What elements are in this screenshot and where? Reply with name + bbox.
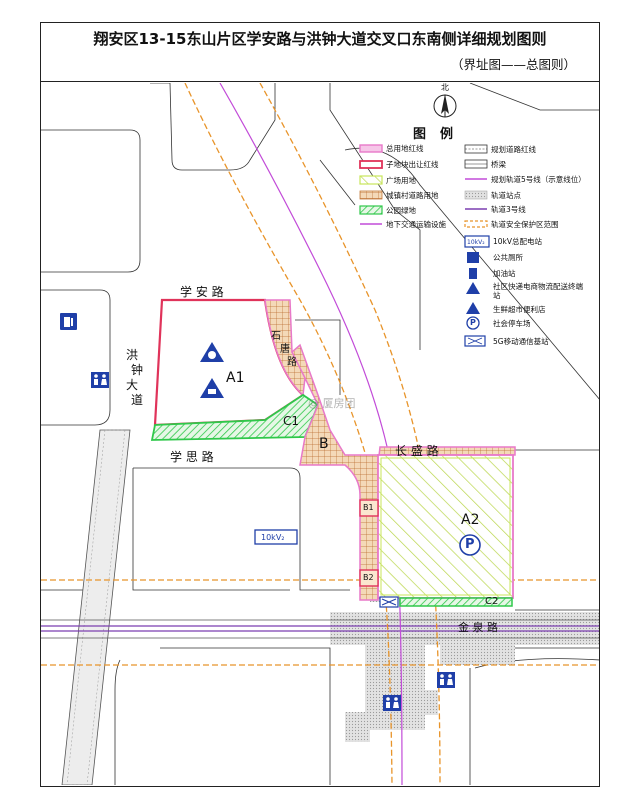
map-title: 翔安区13-15东山片区学安路与洪钟大道交叉口东南侧详细规划图则: [93, 30, 547, 48]
parcel-label-c2: C2: [485, 596, 499, 607]
logistics-station-icon: [200, 342, 224, 362]
toilet-icon-south: [383, 695, 401, 711]
legend-label: 轨道3号线: [491, 205, 526, 214]
legend-swatches-left: [359, 144, 383, 225]
compass-north-label: 北: [441, 83, 449, 92]
substation-box: [254, 529, 298, 545]
title-block: 翔安区13-15东山片区学安路与洪钟大道交叉口东南侧详细规划图则 （界址图——总…: [40, 22, 600, 82]
legend-label: 10kV总配电站: [493, 237, 543, 246]
jinquan-road: [41, 592, 599, 742]
legend-label: 轨道安全保护区范围: [491, 220, 559, 229]
map-canvas[interactable]: [41, 83, 599, 785]
parcel-a2: [377, 454, 514, 599]
block-outlines: [41, 83, 599, 785]
legend-label: 社会停车场: [493, 319, 531, 328]
legend-title: 图例: [413, 127, 468, 142]
legend-label: 子地块出让红线: [386, 160, 439, 169]
parcel-label-a2: A2: [461, 512, 480, 528]
5g-station: [379, 596, 399, 608]
road-label-xuean: 学 安 路: [180, 285, 224, 299]
legend-label: 桥梁: [491, 160, 506, 169]
legend-label: 生鲜超市便利店: [493, 305, 546, 314]
road-label-changsheng: 长 盛 路: [395, 444, 439, 458]
parking-badge: P: [465, 537, 475, 552]
legend-label: 公共厕所: [493, 253, 523, 262]
parcel-label-a1: A1: [226, 370, 245, 386]
b-sub-boxes: [359, 499, 379, 587]
parcel-c2: [399, 597, 513, 607]
metro-line-3: [41, 625, 599, 632]
legend-substation-badge: 10kV₂: [467, 239, 485, 246]
fresh-market-icon: [200, 378, 224, 398]
legend-label: 加油站: [493, 269, 516, 278]
watermark: @ 厦房团: [308, 397, 356, 410]
legend-label: 规划道路红线: [491, 145, 536, 154]
parcel-b: [291, 343, 516, 601]
legend-label: 轨道站点: [491, 191, 521, 200]
road-label-hongzhong-1: 洪: [126, 348, 139, 362]
legend-label: 地下交通运输设施: [386, 220, 446, 229]
legend-label: 公园绿地: [386, 206, 416, 215]
parcel-label-b: B: [319, 436, 329, 452]
safety-zone-lines: [41, 83, 599, 785]
legend-label: 5G移动通信基站: [493, 337, 549, 346]
legend-parking-badge: P: [470, 318, 476, 327]
legend-label: 广场用地: [386, 176, 416, 185]
legend-label: 规划轨道5号线（示意线位）: [491, 175, 586, 184]
gas-station-icon: [60, 313, 77, 330]
road-label-jinquan: 金 泉 路: [458, 621, 498, 634]
road-label-hongzhong-2: 钟: [131, 363, 144, 377]
map-subtitle: （界址图——总图则）: [450, 57, 576, 72]
parcel-label-c1: C1: [283, 414, 300, 428]
legend-label: 城镇村道路用地: [386, 191, 439, 200]
metro-line-5: [219, 83, 403, 785]
toilet-icon-west: [91, 372, 109, 388]
road-label-hongzhong-4: 道: [131, 393, 144, 407]
parking-icon: [459, 534, 481, 556]
parcel-label-b2: B2: [363, 573, 374, 582]
legend-label: 社区快递电商物流配送终端站: [493, 282, 583, 300]
road-label-xuesi: 学 思 路: [170, 450, 214, 464]
road-label-shijing-3: 路: [287, 357, 297, 368]
parcel-label-b1: B1: [363, 503, 374, 512]
road-label-hongzhong-3: 大: [126, 378, 139, 392]
legend-label: 总用地红线: [386, 144, 424, 153]
north-compass-icon: [433, 94, 457, 118]
toilet-icon-east: [437, 672, 455, 688]
road-label-shijing-1: 石: [271, 331, 281, 342]
legend-icons: [464, 235, 490, 347]
hongzhong-road: [61, 429, 131, 785]
substation-badge: 10kV₂: [261, 533, 285, 542]
road-label-shijing-2: 唐: [280, 344, 290, 355]
legend-swatches-right: [464, 144, 488, 228]
map-frame: [40, 22, 600, 787]
